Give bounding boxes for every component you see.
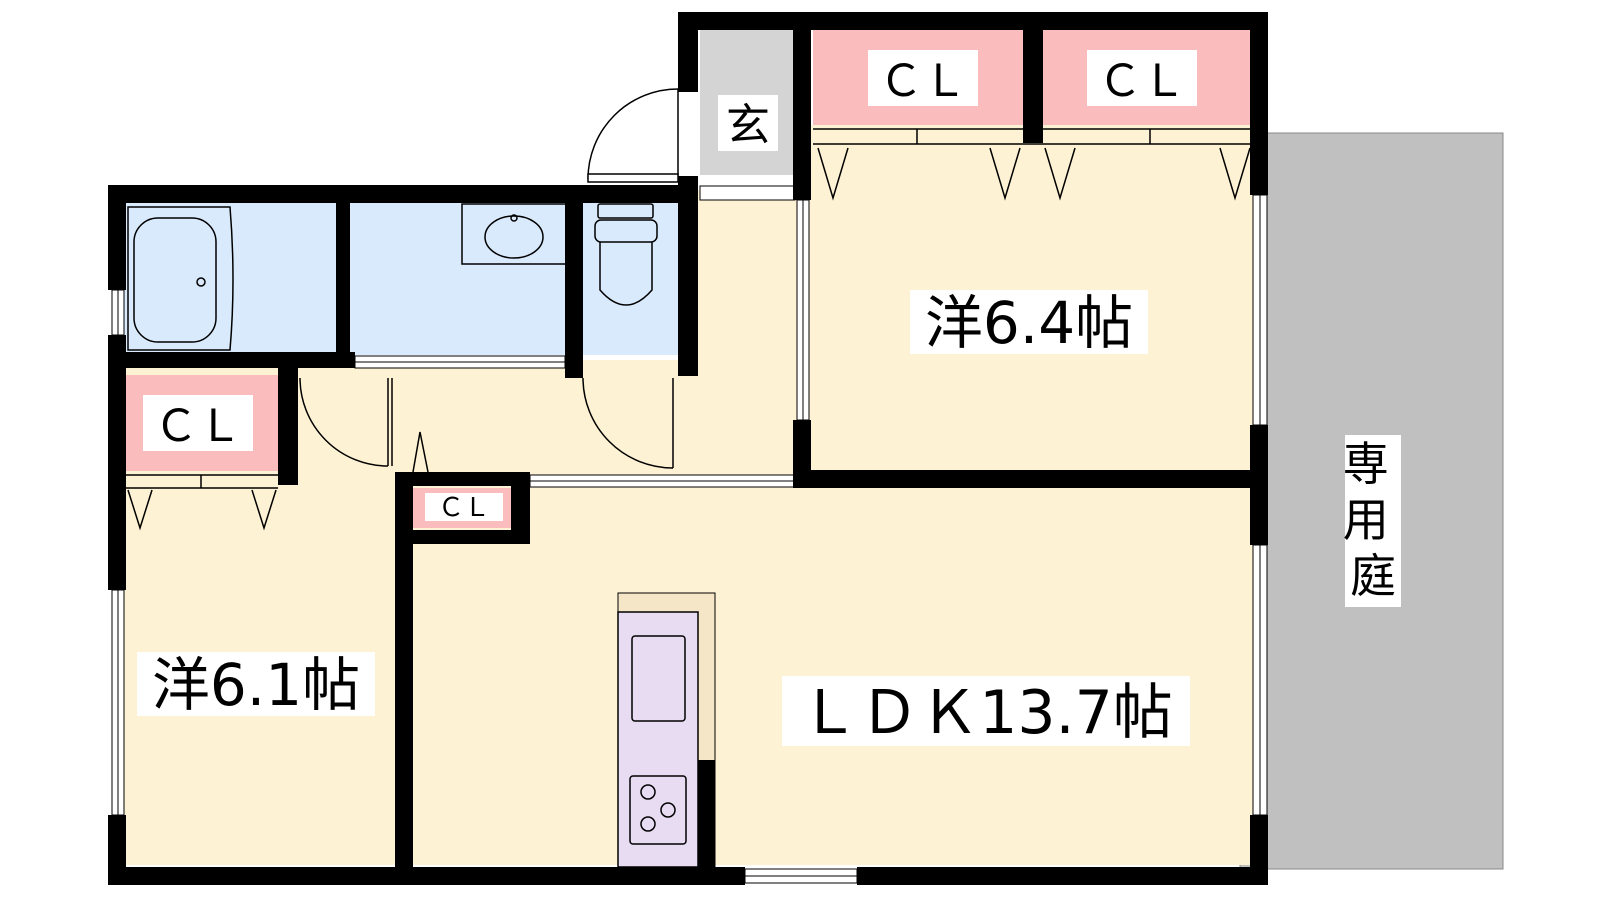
private-garden: 専 用 庭 [1239,132,1504,870]
closet-label-bgs [143,50,1197,521]
closet-small-label: ＣＬ [438,493,490,523]
toilet [594,203,658,306]
entrance-label: 玄 [726,100,770,151]
openings [111,185,1268,884]
closet-upper-left-label: ＣＬ [879,56,967,107]
closet-upper-right-label: ＣＬ [1098,56,1186,107]
garden-char-3: 庭 [1350,549,1396,603]
bathtub [127,206,234,351]
closet-left-room-label: ＣＬ [154,401,242,452]
western-room-left-label: 洋6.1帖 [152,651,360,719]
garden-label: 専 用 庭 [1343,437,1404,603]
door-swings [299,88,679,469]
room-label-bgs [137,95,1190,746]
ldk-label: ＬＤＫ13.7帖 [799,678,1173,748]
garden-char-1: 専 [1343,437,1389,491]
western-room-right-label: 洋6.4帖 [925,289,1133,357]
walls [108,12,1268,885]
garden-char-2: 用 [1343,493,1389,547]
